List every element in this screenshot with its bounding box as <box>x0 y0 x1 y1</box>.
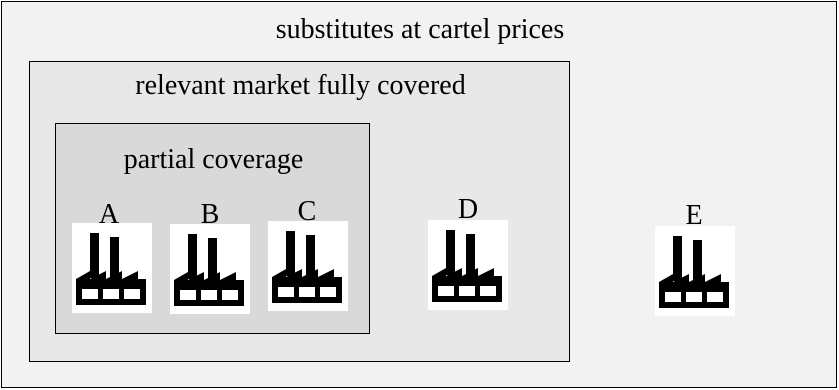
factory-icon <box>655 226 735 316</box>
factory-letter-a: A <box>98 199 120 230</box>
factory-letter-b: B <box>200 199 220 230</box>
partial-coverage-label: partial coverage <box>123 144 304 175</box>
factory-letter-e: E <box>685 200 703 231</box>
factory-letter-c: C <box>297 196 317 227</box>
factory-icon <box>170 224 250 314</box>
factory-letter-d: D <box>457 194 479 225</box>
substitutes-label: substitutes at cartel prices <box>275 14 565 45</box>
factory-icon <box>428 220 508 310</box>
factory-icon <box>268 221 348 311</box>
relevant-market-label: relevant market fully covered <box>135 70 466 101</box>
factory-icon <box>72 223 152 313</box>
